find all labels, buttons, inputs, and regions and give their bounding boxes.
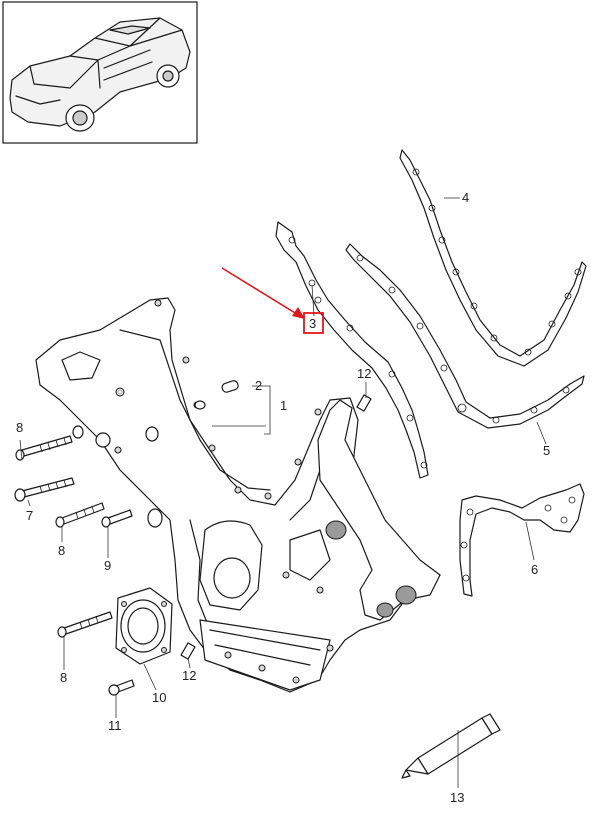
timing-cover: [35, 297, 441, 693]
callout-8-upper[interactable]: 8: [16, 420, 23, 435]
bolt-11: [108, 679, 135, 696]
callout-7[interactable]: 7: [26, 508, 33, 523]
stud-12-lower: [180, 642, 196, 660]
gasket-6: [459, 483, 585, 597]
dowel-sleeve: [194, 380, 239, 410]
vehicle-thumbnail: [2, 1, 198, 144]
callout-10[interactable]: 10: [152, 690, 166, 705]
callout-4[interactable]: 4: [462, 190, 469, 205]
bolt-7: [14, 477, 75, 502]
highlight-arrow: [221, 267, 305, 319]
callout-12-upper[interactable]: 12: [357, 366, 371, 381]
callout-2[interactable]: 2: [255, 378, 262, 393]
bolt-9: [101, 509, 133, 528]
stud-12-upper: [356, 394, 372, 412]
callout-5[interactable]: 5: [543, 443, 550, 458]
callout-6[interactable]: 6: [531, 562, 538, 577]
bolt-8-upper: [15, 435, 73, 461]
leader-lines: [19, 197, 547, 788]
seal-flange: [115, 587, 173, 665]
callout-3[interactable]: 3: [309, 316, 316, 331]
gasket-5: [345, 243, 585, 429]
gasket-4: [399, 149, 587, 367]
callout-8-lower[interactable]: 8: [60, 670, 67, 685]
highlight-box: [303, 312, 324, 334]
callout-8-middle[interactable]: 8: [58, 543, 65, 558]
callout-12-lower[interactable]: 12: [182, 668, 196, 683]
sealant-tube: [401, 713, 501, 779]
callout-9[interactable]: 9: [104, 558, 111, 573]
callout-1[interactable]: 1: [280, 398, 287, 413]
bolt-8-lower: [57, 611, 113, 638]
bolt-8-middle: [55, 502, 105, 528]
callout-11[interactable]: 11: [108, 718, 122, 733]
callout-13[interactable]: 13: [450, 790, 464, 805]
